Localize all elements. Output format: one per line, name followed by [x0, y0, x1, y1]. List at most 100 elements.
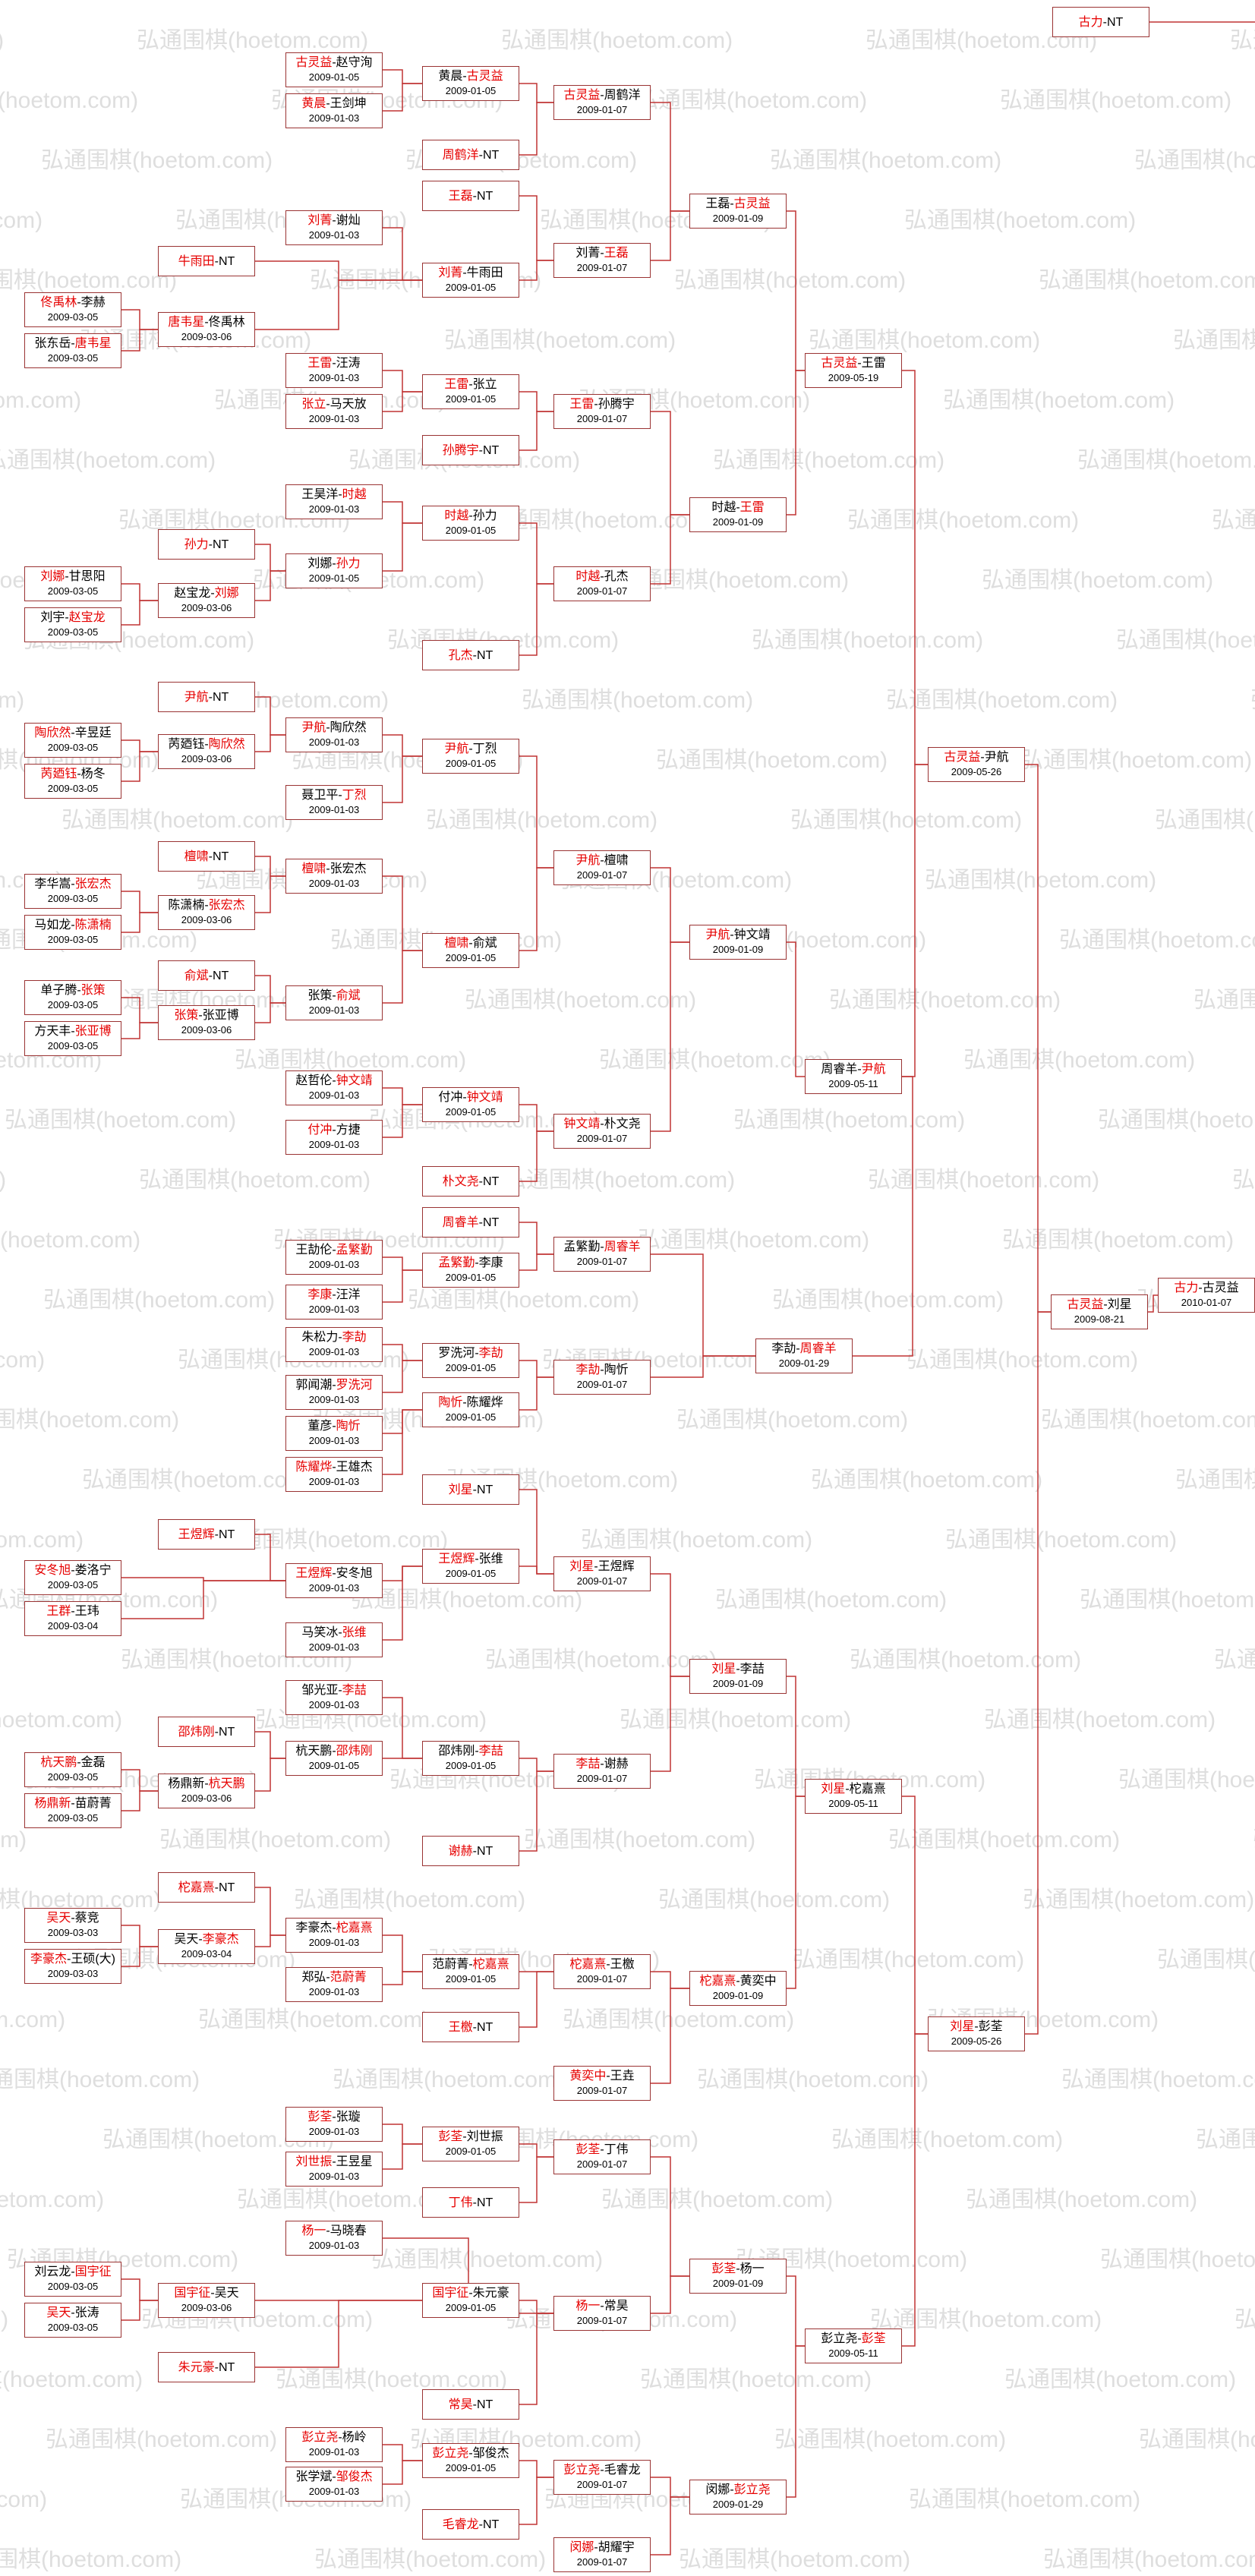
match-box[interactable]: 牛雨田-NT [158, 246, 255, 276]
match-box[interactable]: 孙力-NT [158, 529, 255, 560]
match-box[interactable]: 孙腾宇-NT [422, 435, 519, 465]
match-box[interactable]: 尹航-NT [158, 682, 255, 712]
match-box[interactable]: 丁伟-NT [422, 2187, 519, 2218]
match-box[interactable]: 谢赫-NT [422, 1836, 519, 1866]
match-box[interactable]: 王磊-NT [422, 181, 519, 211]
match-box[interactable]: 常昊-NT [422, 2389, 519, 2420]
match-box[interactable]: 孔杰-NT [422, 640, 519, 670]
match-box[interactable]: 檀啸-NT [158, 841, 255, 872]
match-box[interactable]: 周睿羊-NT [422, 1207, 519, 1238]
match-box[interactable]: 王煜辉-NT [158, 1519, 255, 1550]
match-box[interactable]: 柁嘉熹-NT [158, 1872, 255, 1903]
match-box[interactable]: 刘星-NT [422, 1474, 519, 1505]
match-box[interactable]: 王檄-NT [422, 2012, 519, 2042]
match-box[interactable]: 俞斌-NT [158, 960, 255, 991]
match-box[interactable]: 李豪杰-王硕(大)2009-03-03 [24, 1949, 121, 1984]
match-box[interactable]: 周鹤洋-NT [422, 140, 519, 170]
match-box[interactable]: 朱元豪-NT [158, 2352, 255, 2382]
